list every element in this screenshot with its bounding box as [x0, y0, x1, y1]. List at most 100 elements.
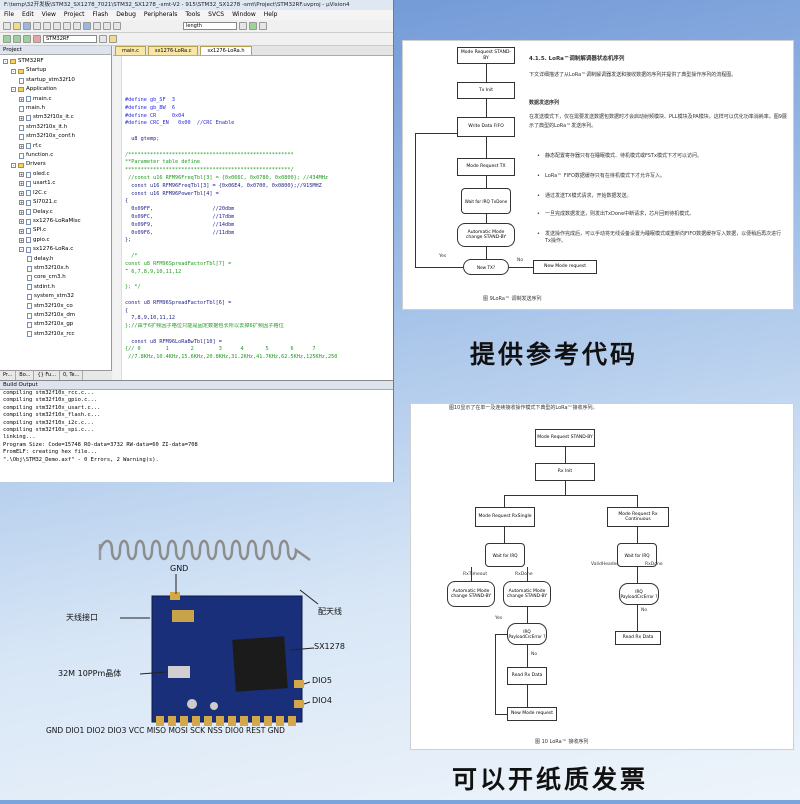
- tree-item[interactable]: stm32f10x_rcc: [0, 330, 111, 339]
- tx-bullet-item: LoRa™ FIFO数据缓存只有在待机模式下才允许写入。: [537, 173, 785, 180]
- find-icon[interactable]: [239, 22, 247, 30]
- expand-toggle-icon[interactable]: +: [19, 143, 24, 149]
- menu-file[interactable]: File: [4, 11, 15, 18]
- menu-debug[interactable]: Debug: [116, 11, 136, 18]
- output-line: FromELF: creating hex file...: [3, 449, 98, 456]
- menu-tools[interactable]: Tools: [185, 11, 201, 18]
- menu-edit[interactable]: Edit: [22, 11, 34, 18]
- tree-item[interactable]: -Startup: [0, 66, 111, 75]
- rx-node-continuous: Mode Request Rx Continuous: [607, 507, 669, 527]
- file-icon: [26, 143, 31, 150]
- tree-item[interactable]: +gpio.c: [0, 236, 111, 245]
- tree-item[interactable]: +stm32f10x_it.c: [0, 113, 111, 122]
- config-icon[interactable]: [259, 22, 267, 30]
- tree-item[interactable]: stm32f10x_dm: [0, 311, 111, 320]
- expand-toggle-icon[interactable]: +: [19, 209, 24, 215]
- tree-item[interactable]: -sx1276-LoRa.c: [0, 245, 111, 254]
- tree-item[interactable]: -Application: [0, 85, 111, 94]
- translate-icon[interactable]: [3, 35, 11, 43]
- panel-tab[interactable]: Pr...: [0, 371, 17, 380]
- tree-item[interactable]: stm32f10x_gp: [0, 320, 111, 329]
- expand-toggle-icon[interactable]: +: [19, 237, 24, 243]
- build-icon[interactable]: [13, 35, 21, 43]
- line-gutter: [113, 56, 122, 380]
- tree-item[interactable]: core_cm3.h: [0, 273, 111, 282]
- tree-item[interactable]: +rf.c: [0, 142, 111, 151]
- menu-project[interactable]: Project: [63, 11, 85, 18]
- code-line: #define CR 0x04: [125, 112, 185, 119]
- panel-tab[interactable]: 0, Te...: [60, 371, 84, 380]
- manage-icon[interactable]: [109, 35, 117, 43]
- tree-item[interactable]: startup_stm32f10: [0, 76, 111, 85]
- expand-toggle-icon[interactable]: +: [19, 96, 24, 102]
- tree-item[interactable]: stm32f10x_co: [0, 302, 111, 311]
- expand-toggle-icon[interactable]: +: [19, 200, 24, 206]
- expand-toggle-icon[interactable]: -: [19, 247, 24, 253]
- rebuild-icon[interactable]: [23, 35, 31, 43]
- tree-item[interactable]: -Drivers: [0, 160, 111, 169]
- tree-item[interactable]: stm32f10x_it.h: [0, 123, 111, 132]
- tree-item[interactable]: +SI7021.c: [0, 198, 111, 207]
- tree-item[interactable]: +sx1276-LoRaMisc: [0, 217, 111, 226]
- cut-icon[interactable]: [33, 22, 41, 30]
- file-icon: [27, 265, 32, 272]
- tree-item[interactable]: +oled.c: [0, 170, 111, 179]
- tree-item[interactable]: stm32f10x.h: [0, 264, 111, 273]
- bookmark-icon[interactable]: [83, 22, 91, 30]
- expand-toggle-icon[interactable]: +: [19, 172, 24, 178]
- tree-item[interactable]: system_stm32: [0, 292, 111, 301]
- find-combobox[interactable]: length: [183, 22, 237, 30]
- indent-icon[interactable]: [93, 22, 101, 30]
- expand-toggle-icon[interactable]: -: [3, 59, 8, 65]
- menu-view[interactable]: View: [41, 11, 56, 18]
- expand-toggle-icon[interactable]: +: [19, 219, 24, 225]
- new-file-icon[interactable]: [3, 22, 11, 30]
- outdent-icon[interactable]: [103, 22, 111, 30]
- open-folder-icon[interactable]: [13, 22, 21, 30]
- debug-icon[interactable]: [249, 22, 257, 30]
- tree-item[interactable]: +SPI.c: [0, 226, 111, 235]
- tree-item[interactable]: main.h: [0, 104, 111, 113]
- tree-item[interactable]: +main.c: [0, 95, 111, 104]
- save-icon[interactable]: [23, 22, 31, 30]
- tree-item[interactable]: -STM32RF: [0, 57, 111, 66]
- menu-help[interactable]: Help: [263, 11, 278, 18]
- redo-icon[interactable]: [73, 22, 81, 30]
- expand-toggle-icon[interactable]: +: [19, 190, 24, 196]
- tree-item[interactable]: function.c: [0, 151, 111, 160]
- editor-tab[interactable]: main.c: [115, 46, 146, 55]
- editor-tab[interactable]: sx1276-LoRa.c: [147, 46, 199, 55]
- expand-toggle-icon[interactable]: +: [19, 181, 24, 187]
- tree-item[interactable]: delay.h: [0, 255, 111, 264]
- paste-icon[interactable]: [53, 22, 61, 30]
- panel-tab[interactable]: {} Fu...: [34, 371, 60, 380]
- expand-toggle-icon[interactable]: -: [11, 162, 16, 168]
- code-area[interactable]: #define gb_SF 3#define gb_BW 6#define CR…: [113, 56, 393, 380]
- menu-svcs[interactable]: SVCS: [208, 11, 225, 18]
- tree-item[interactable]: stdint.h: [0, 283, 111, 292]
- tree-item[interactable]: +I2C.c: [0, 189, 111, 198]
- tree-item[interactable]: +usart1.c: [0, 179, 111, 188]
- load-icon[interactable]: [33, 35, 41, 43]
- tree-item[interactable]: +Delay.c: [0, 208, 111, 217]
- panel-tab[interactable]: Bo...: [16, 371, 35, 380]
- undo-icon[interactable]: [63, 22, 71, 30]
- target-options-icon[interactable]: [99, 35, 107, 43]
- menu-window[interactable]: Window: [232, 11, 256, 18]
- expand-toggle-icon[interactable]: +: [19, 228, 24, 234]
- copy-icon[interactable]: [43, 22, 51, 30]
- expand-toggle-icon[interactable]: -: [11, 68, 16, 74]
- menu-peripherals[interactable]: Peripherals: [143, 11, 178, 18]
- tree-item-label: stm32f10x_it.h: [26, 123, 68, 130]
- ide-window: F:\temp\32开发板\STM32_SX1278_7021\STM32_SX…: [0, 0, 394, 482]
- editor-tab[interactable]: sx1276-LoRa.h: [200, 46, 252, 55]
- expand-toggle-icon[interactable]: +: [19, 115, 24, 121]
- code-line: 7,8,9,10,11,12: [125, 315, 175, 322]
- menu-flash[interactable]: Flash: [92, 11, 109, 18]
- expand-toggle-icon[interactable]: -: [11, 87, 16, 93]
- target-select[interactable]: STM32RF: [43, 35, 97, 43]
- tree-item[interactable]: stm32f10x_conf.h: [0, 132, 111, 141]
- comment-icon[interactable]: [113, 22, 121, 30]
